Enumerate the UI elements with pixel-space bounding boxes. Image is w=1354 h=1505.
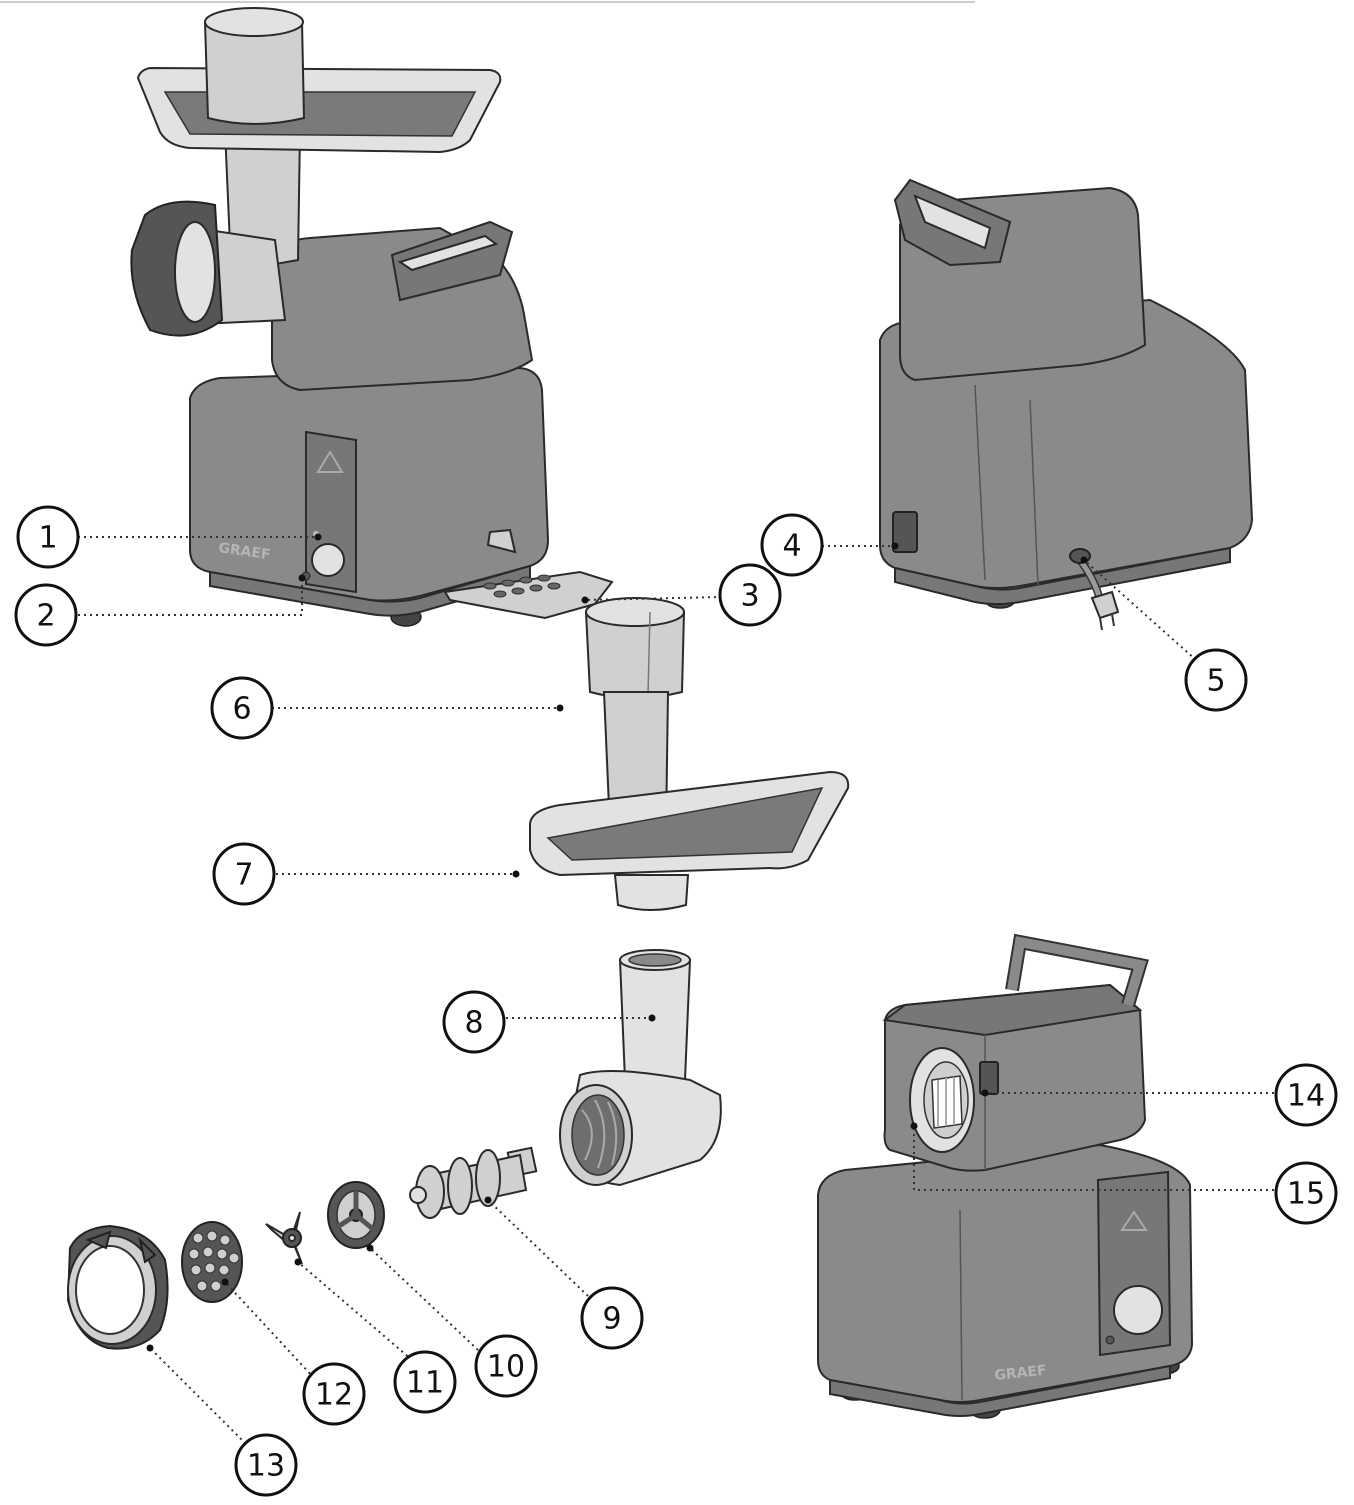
callout-15: 15 [1274, 1161, 1338, 1225]
callout-label: 7 [234, 858, 253, 893]
callout-circle [14, 583, 78, 647]
callout-circle [1184, 648, 1248, 712]
callout-circle [1274, 1161, 1338, 1225]
speed-knob [311, 543, 345, 577]
callout-label: 8 [464, 1006, 483, 1041]
callout-label: 1 [38, 521, 57, 556]
callout-4: 4 [760, 513, 824, 577]
callout-13: 13 [234, 1433, 298, 1497]
callout-label: 6 [232, 692, 251, 727]
leader-lines [78, 533, 1274, 1449]
drawer-holes [483, 574, 561, 598]
main-unit-front: GRAEF [130, 7, 614, 627]
callout-circle [393, 1350, 457, 1414]
brand-text-right: GRAEF [994, 1363, 1048, 1384]
main-unit-side: GRAEF [817, 933, 1194, 1419]
callout-label: 5 [1206, 664, 1225, 699]
callout-label: 12 [315, 1378, 353, 1413]
callout-circle [210, 676, 274, 740]
callout-11: 11 [393, 1350, 457, 1414]
callout-label: 3 [740, 579, 759, 614]
plate-10 [327, 1181, 385, 1249]
speed-knob-side [1113, 1285, 1163, 1335]
power-switch [892, 511, 918, 553]
callout-label: 11 [406, 1366, 444, 1401]
callout-8: 8 [442, 990, 506, 1054]
callout-label: 4 [782, 529, 801, 564]
callout-label: 15 [1287, 1177, 1325, 1212]
callout-circle [718, 563, 782, 627]
callout-12: 12 [302, 1362, 366, 1426]
grinding-head [559, 949, 722, 1187]
callout-9: 9 [580, 1286, 644, 1350]
callout-3: 3 [718, 563, 782, 627]
callout-circle [234, 1433, 298, 1497]
callout-5: 5 [1184, 648, 1248, 712]
ring-nut [66, 1224, 169, 1350]
main-unit-rear [879, 178, 1254, 631]
brand-text-left: GRAEF [217, 540, 271, 563]
callout-label: 13 [247, 1449, 285, 1484]
callout-circle [1274, 1063, 1338, 1127]
callout-label: 10 [487, 1350, 525, 1385]
callout-circle [16, 505, 80, 569]
knife [265, 1211, 303, 1265]
callout-14: 14 [1274, 1063, 1338, 1127]
callout-2: 2 [14, 583, 78, 647]
callout-1: 1 [16, 505, 80, 569]
panel-logo-icon [316, 450, 344, 473]
release-button [979, 1061, 999, 1095]
callout-circle [212, 842, 276, 906]
callout-circle [442, 990, 506, 1054]
auger [409, 1146, 538, 1219]
callout-label: 2 [36, 599, 55, 634]
callout-circle [302, 1362, 366, 1426]
callout-circle [580, 1286, 644, 1350]
perforated-disc [181, 1221, 243, 1303]
feeding-tray-assembly [529, 597, 850, 911]
callout-7: 7 [212, 842, 276, 906]
callout-circle [760, 513, 824, 577]
callout-circle [474, 1334, 538, 1398]
callout-label: 14 [1287, 1079, 1325, 1114]
callout-10: 10 [474, 1334, 538, 1398]
callout-6: 6 [210, 676, 274, 740]
callout-label: 9 [602, 1302, 621, 1337]
